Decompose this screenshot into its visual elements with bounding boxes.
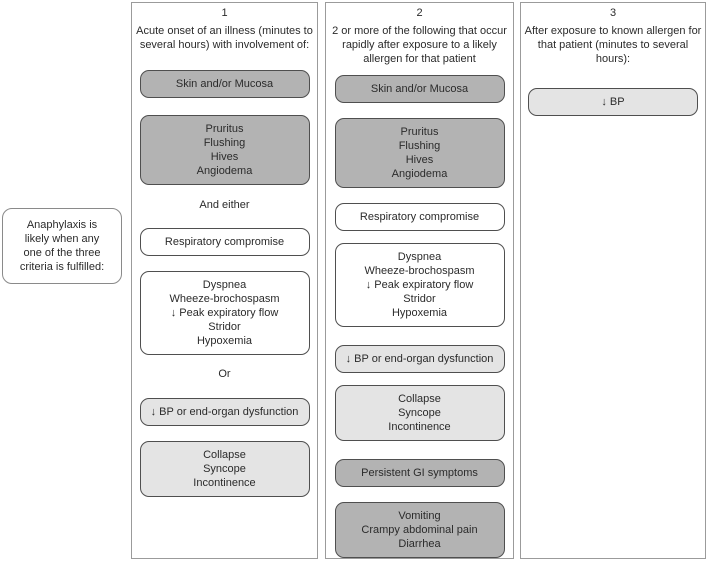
box-respiratory-details: Dyspnea Wheeze-brochospasm ↓ Peak expira… [139, 271, 310, 355]
criterion-2-number: 2 [416, 7, 423, 19]
criterion-column-2: 2 2 or more of the following that occur … [325, 2, 514, 559]
box-gi-details: Vomiting Crampy abdominal pain Diarrhea [334, 502, 505, 558]
connector-and-either: And either [199, 199, 250, 211]
criterion-3-number: 3 [609, 7, 617, 19]
criterion-1-description: Acute onset of an illness (minutes to se… [136, 25, 313, 51]
box-skin-symptoms: Pruritus Flushing Hives Angiodema [334, 118, 505, 188]
box-bp-dysfunction: ↓ BP or end-organ dysfunction [334, 345, 505, 373]
note-box: Anaphylaxis is likely when any one of th… [2, 208, 122, 284]
box-respiratory-compromise: Respiratory compromise [334, 203, 505, 231]
box-skin-symptoms: Pruritus Flushing Hives Angiodema [139, 115, 310, 185]
note-text: Anaphylaxis is likely when any one of th… [19, 219, 105, 273]
box-gi-symptoms: Persistent GI symptoms [334, 459, 505, 487]
criterion-column-1: 1 Acute onset of an illness (minutes to … [131, 2, 318, 559]
box-skin-mucosa: Skin and/or Mucosa [334, 75, 505, 103]
criterion-1-number: 1 [221, 7, 228, 19]
box-collapse: Collapse Syncope Incontinence [334, 385, 505, 441]
box-bp: ↓ BP [528, 88, 698, 116]
box-respiratory-compromise: Respiratory compromise [139, 228, 310, 256]
criterion-3-description: After exposure to known allergen for tha… [524, 25, 702, 65]
box-skin-mucosa: Skin and/or Mucosa [139, 70, 310, 98]
box-bp-dysfunction: ↓ BP or end-organ dysfunction [139, 398, 310, 426]
criterion-column-3: 3 After exposure to known allergen for t… [520, 2, 706, 559]
connector-or: Or [218, 368, 231, 380]
box-respiratory-details: Dyspnea Wheeze-brochospasm ↓ Peak expira… [334, 243, 505, 327]
box-collapse: Collapse Syncope Incontinence [139, 441, 310, 497]
criterion-2-description: 2 or more of the following that occur ra… [332, 25, 507, 65]
